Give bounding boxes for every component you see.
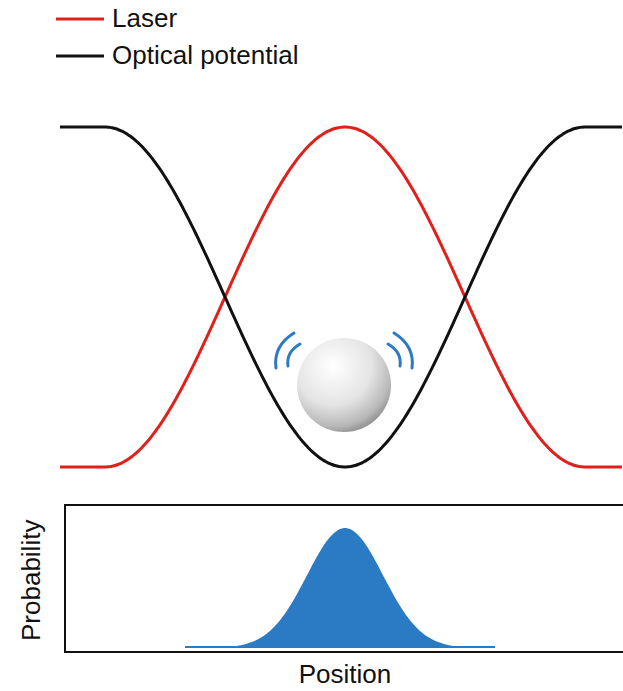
x-axis-label: Position [299,660,392,689]
probability-distribution [185,528,495,648]
legend-line-sample [56,55,104,58]
legend-label: Laser [112,4,177,33]
laser-curve [60,127,622,467]
legend-line-sample [56,18,104,21]
distribution-baseline [185,646,495,648]
vibration-marks [276,333,413,368]
particle-ball [297,338,391,432]
legend-label: Optical potential [112,41,298,70]
plot-frame [65,505,623,652]
potential-curve [60,127,622,467]
y-axis-label: Probability [18,519,47,640]
